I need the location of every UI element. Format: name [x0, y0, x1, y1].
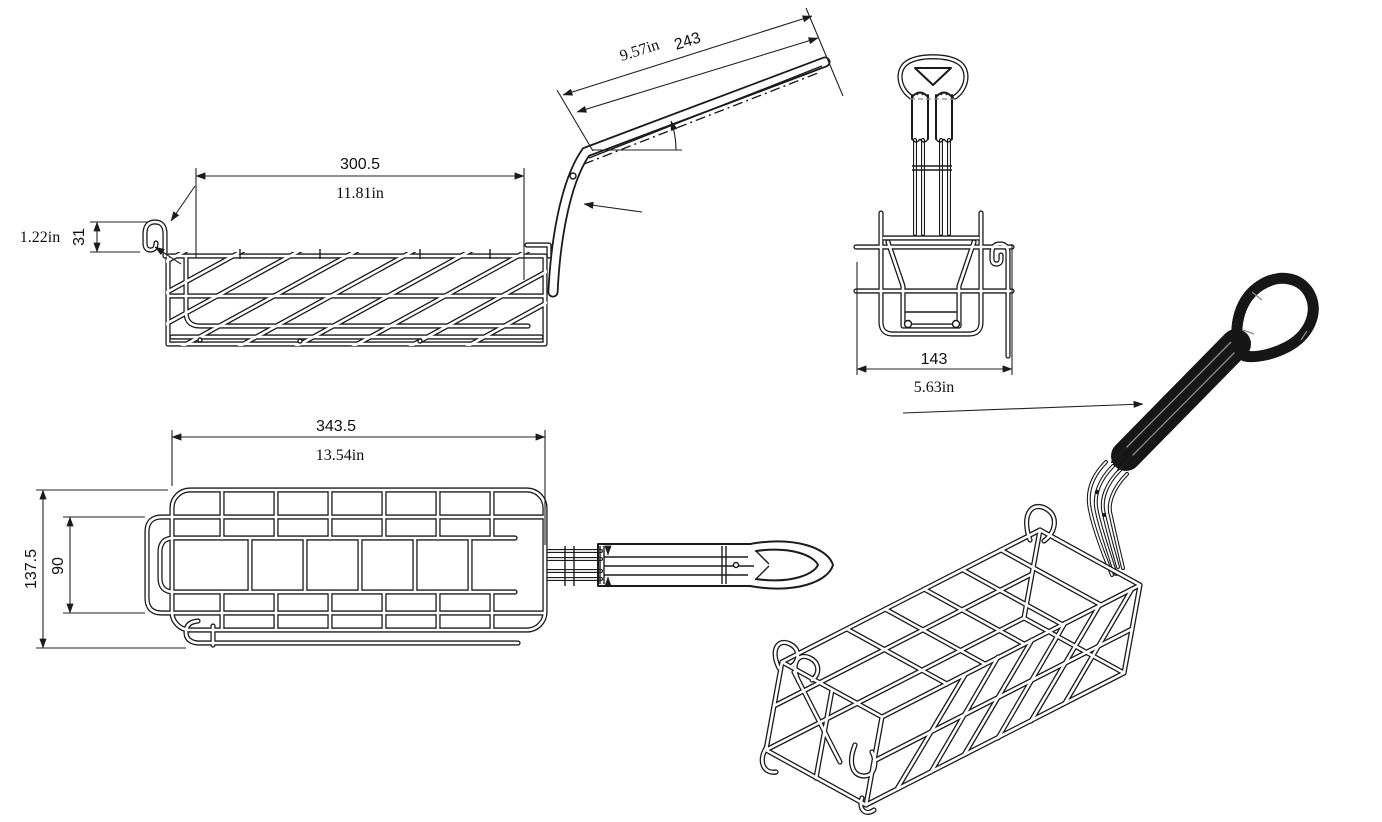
coating-end-marks: [1111, 447, 1133, 471]
handle-rivet: [569, 172, 577, 180]
dim-handle-length-in: 9.57in: [618, 36, 662, 64]
dim-hook-height: 1.22in 31: [20, 185, 196, 265]
top-view: 343.5 13.54in 137.5 90: [23, 418, 834, 649]
side-view: 300.5 11.81in 1.22in 31 9.57in 243: [10, 7, 844, 347]
handle-rods-front: [913, 138, 951, 236]
front-view: 143 5.63in: [856, 57, 1012, 396]
coated-handle: [1111, 272, 1319, 471]
dim-inner-width: 90: [50, 516, 145, 614]
grip-inner-triangle: [914, 67, 952, 86]
dim-overall-length-in: 13.54in: [316, 447, 364, 464]
dim-inner-width-mm: 90: [50, 557, 67, 575]
handle-rods-top: [543, 549, 603, 581]
dim-hook-height-in: 1.22in: [20, 229, 60, 246]
handle-grip-top: [597, 540, 834, 590]
grip-rivet: [732, 561, 740, 569]
dim-overall-length: 343.5 13.54in: [171, 418, 546, 545]
angle-arc: [670, 120, 678, 151]
basket-wireframe-front: [856, 57, 1012, 356]
dim-basket-length: 300.5 11.81in: [195, 156, 525, 280]
dim-basket-length-mm: 300.5: [340, 156, 380, 173]
iso-handle-leader-line: [902, 400, 1144, 414]
dim-handle-length-mm: 243: [672, 30, 703, 54]
handle-loop-inner: [755, 548, 819, 582]
handle-grip-band: [1111, 329, 1251, 471]
dim-width-mm: 143: [921, 351, 948, 368]
hook-tip-leader-line: [154, 246, 182, 265]
isometric-view: [762, 272, 1319, 812]
dim-basket-length-in: 11.81in: [336, 185, 384, 202]
handle-grip-front: [910, 67, 954, 143]
dim-overall-width: 137.5: [23, 489, 186, 649]
dim-basket-width: 143 5.63in: [856, 244, 1013, 396]
dim-hook-height-mm: 31: [71, 228, 88, 246]
handle-inner-line: [588, 65, 823, 159]
handle-leader-line: [583, 201, 643, 213]
dim-overall-length-mm: 343.5: [316, 418, 356, 435]
handle-strip: [553, 62, 825, 292]
handle-loop-outer: [749, 540, 834, 590]
basket-wireframe-top: [147, 490, 545, 645]
dim-overall-width-mm: 137.5: [23, 549, 40, 589]
handle-loop: [1231, 272, 1319, 363]
hook-leader-line: [170, 185, 196, 222]
dim-width-in: 5.63in: [914, 379, 954, 396]
